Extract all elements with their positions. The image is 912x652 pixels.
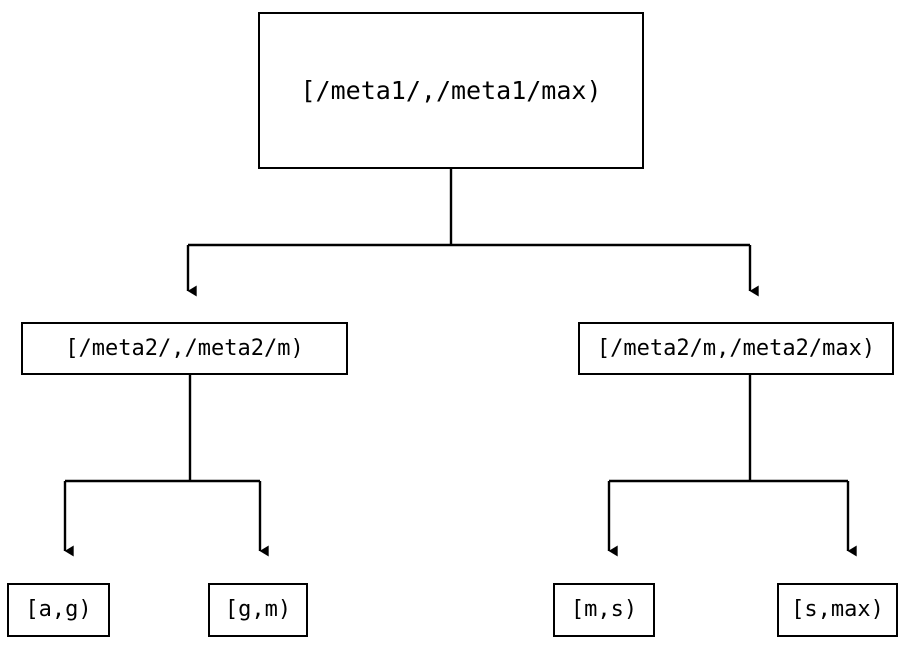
tree-node-right-mid: [/meta2/m,/meta2/max) (578, 322, 894, 375)
tree-node-leaf-ms: [m,s) (553, 583, 655, 637)
tree-node-right-mid-label: [/meta2/m,/meta2/max) (596, 335, 876, 361)
edge-root-to-level1 (186, 169, 759, 297)
tree-node-leaf-ms-label: [m,s) (570, 597, 638, 622)
tree-node-leaf-ag-label: [a,g) (25, 597, 92, 622)
tree-node-left-mid: [/meta2/,/meta2/m) (21, 322, 348, 375)
tree-node-leaf-ag: [a,g) (7, 583, 110, 637)
tree-node-root-label: [/meta1/,/meta1/max) (300, 76, 602, 105)
tree-node-leaf-smax: [s,max) (777, 583, 898, 637)
tree-node-left-mid-label: [/meta2/,/meta2/m) (65, 335, 304, 361)
tree-node-leaf-smax-label: [s,max) (791, 597, 884, 622)
tree-node-leaf-gm: [g,m) (208, 583, 308, 637)
tree-node-root: [/meta1/,/meta1/max) (258, 12, 644, 169)
edge-right-mid-to-leaves (607, 375, 857, 557)
edge-left-mid-to-leaves (63, 375, 269, 557)
tree-node-leaf-gm-label: [g,m) (224, 597, 292, 622)
